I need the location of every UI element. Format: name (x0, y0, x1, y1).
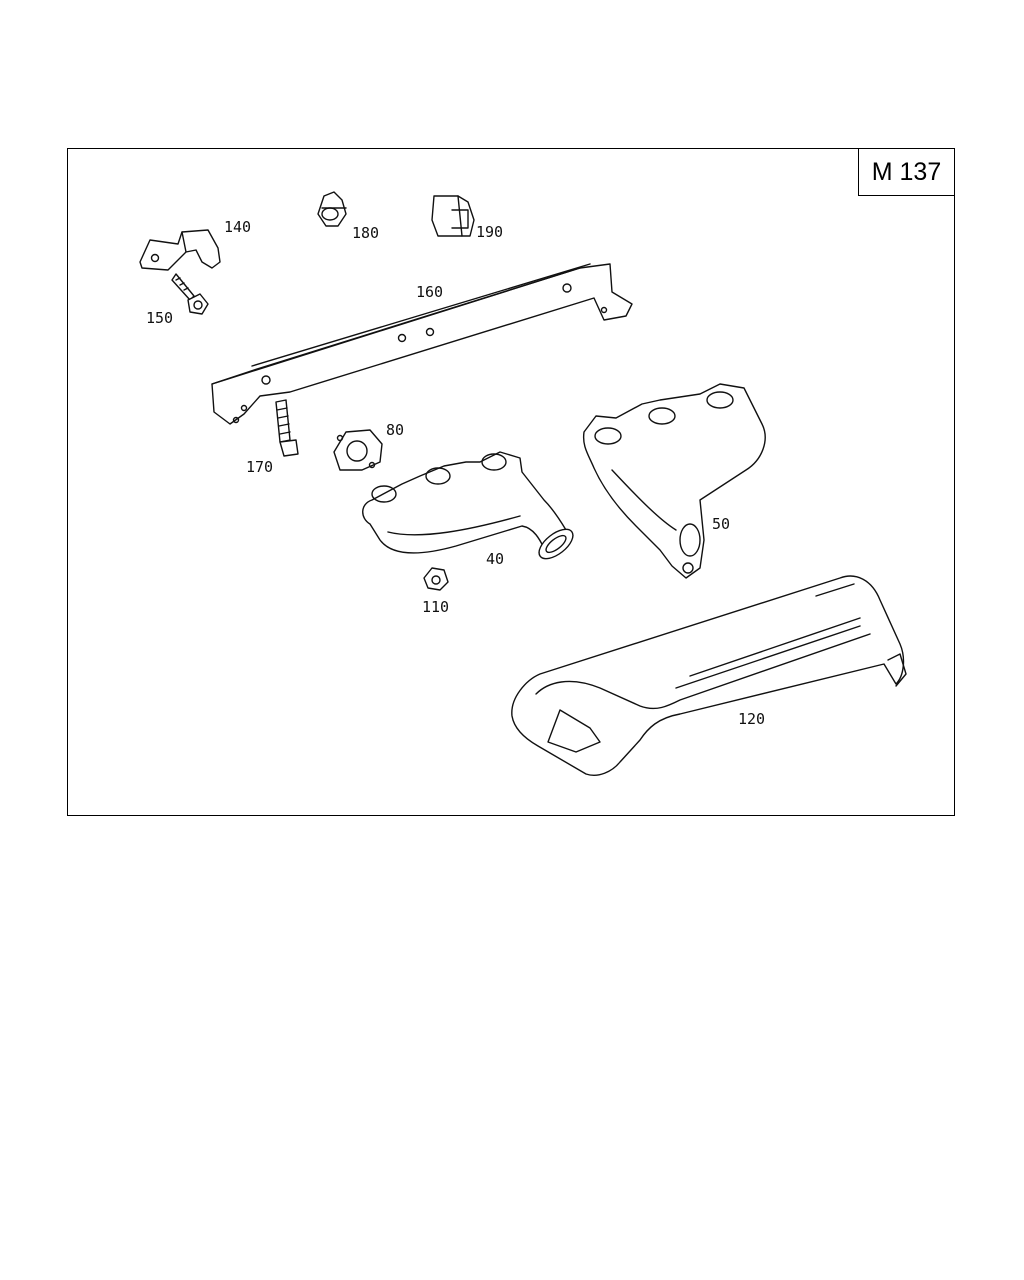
part-160-heat-shield-bar[interactable] (211, 263, 633, 425)
callout-190: 190 (476, 223, 503, 241)
part-50-exhaust-manifold-right[interactable] (582, 383, 766, 579)
callout-170: 170 (246, 458, 273, 476)
diagram-frame (67, 148, 955, 816)
part-110-nut[interactable] (423, 567, 449, 591)
callout-180: 180 (352, 224, 379, 242)
model-code-badge: M 137 (858, 148, 955, 196)
callout-150: 150 (146, 309, 173, 327)
callout-40: 40 (486, 550, 504, 568)
part-190-clip[interactable] (431, 195, 475, 237)
part-40-exhaust-manifold-left[interactable] (362, 451, 578, 564)
callout-160: 160 (416, 283, 443, 301)
callout-120: 120 (738, 710, 765, 728)
callout-110: 110 (422, 598, 449, 616)
part-120-heat-shield[interactable] (511, 575, 907, 776)
callout-80: 80 (386, 421, 404, 439)
part-140-bracket[interactable] (139, 229, 221, 271)
part-180-clamp[interactable] (317, 191, 347, 227)
callout-140: 140 (224, 218, 251, 236)
part-170-stud[interactable] (275, 399, 299, 457)
callout-50: 50 (712, 515, 730, 533)
part-80-gasket[interactable] (333, 429, 383, 471)
part-150-bolt[interactable] (171, 273, 209, 315)
